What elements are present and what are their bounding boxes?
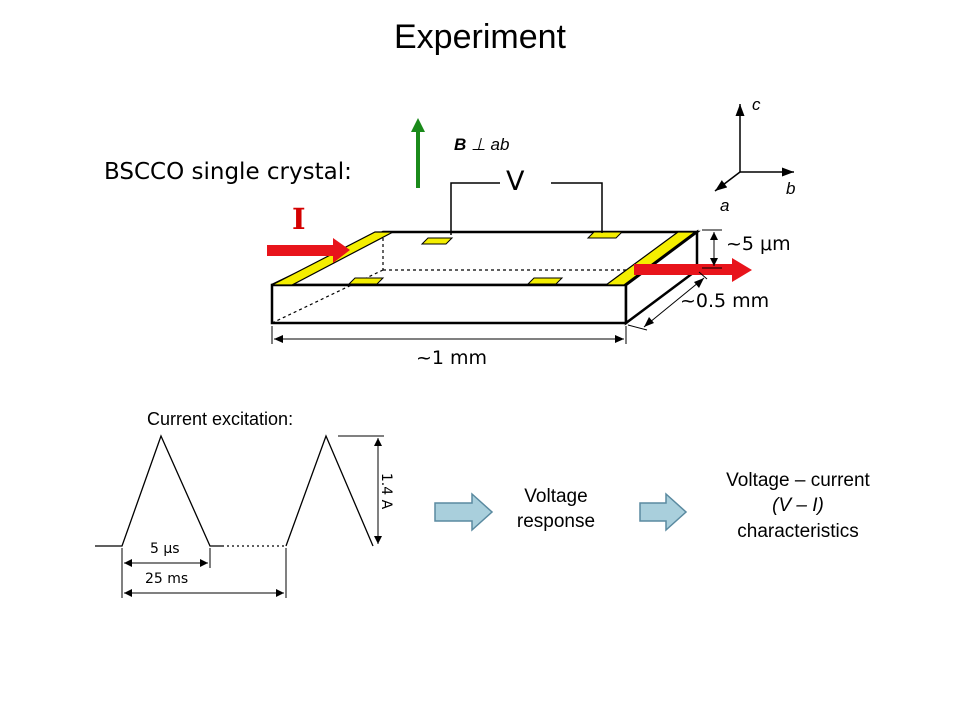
b-axis-label: b <box>786 179 796 198</box>
voltage-response-line2: response <box>516 510 596 532</box>
voltage-pad-3 <box>347 277 385 285</box>
amplitude-label: 1.4 A <box>378 472 395 510</box>
voltage-pad-2 <box>586 231 624 239</box>
crystal-sample <box>270 229 701 326</box>
vi-characteristics-text: Voltage – current (V – I) characteristic… <box>700 468 896 544</box>
width-dimension <box>627 271 708 331</box>
page-title: Experiment <box>394 18 566 56</box>
voltage-symbol: V <box>506 166 525 197</box>
thickness-label: ~5 μm <box>726 233 791 255</box>
vi-line2: (V – I) <box>772 495 824 517</box>
thickness-dimension <box>702 229 722 269</box>
voltage-pad-1 <box>420 237 454 245</box>
crystal-label: BSCCO single crystal: <box>104 159 352 185</box>
pulse-width-label: 5 μs <box>150 541 180 557</box>
crystal-axes <box>714 104 794 192</box>
current-symbol: I <box>292 202 306 236</box>
field-label: B ⊥ ab <box>454 136 509 153</box>
pulse-1 <box>95 434 222 547</box>
field-label-rest: ⊥ ab <box>471 135 510 154</box>
length-label: ~1 mm <box>416 347 488 369</box>
magnetic-field-arrow <box>411 118 425 188</box>
excitation-waveform <box>95 434 384 598</box>
excitation-label: Current excitation: <box>147 409 294 429</box>
crystal-front-face <box>270 283 628 325</box>
vi-line1: Voltage – current <box>726 470 870 491</box>
current-electrode-right <box>604 231 697 286</box>
field-label-letter: B <box>454 135 467 154</box>
voltage-response-text: Voltage response <box>504 485 608 534</box>
voltage-leads <box>450 182 603 235</box>
current-out-arrow <box>634 258 752 282</box>
c-axis-label: c <box>752 95 761 114</box>
current-in-arrow <box>267 238 350 263</box>
flow-arrow-2 <box>639 492 688 532</box>
length-dimension <box>271 326 627 344</box>
vi-line3: characteristics <box>737 520 859 542</box>
a-axis <box>714 171 741 192</box>
voltage-response-line1: Voltage <box>524 486 588 507</box>
width-label: ~0.5 mm <box>680 290 770 312</box>
period-label: 25 ms <box>145 571 189 587</box>
pulse-2 <box>285 434 374 547</box>
voltage-pad-4 <box>526 277 564 285</box>
flow-arrow-1 <box>434 492 494 532</box>
a-axis-label: a <box>720 196 730 215</box>
